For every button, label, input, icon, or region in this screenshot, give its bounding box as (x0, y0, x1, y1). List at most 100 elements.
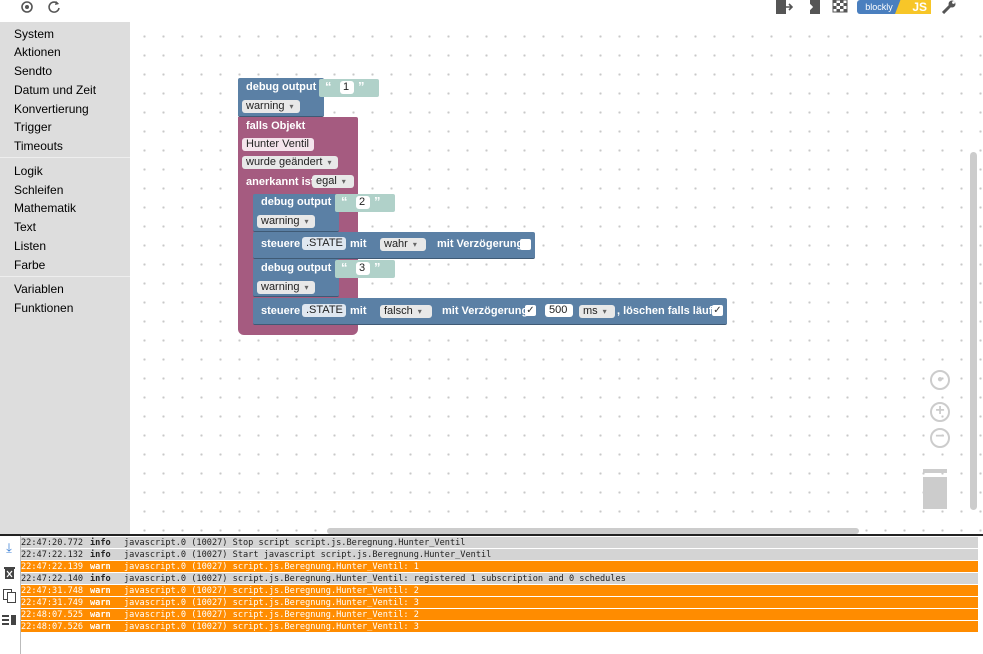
category-aktionen[interactable]: Aktionen (14, 45, 61, 59)
log-time: 22:47:20.772 (21, 537, 89, 548)
control-state-block[interactable]: steuere .STATE mit falsch▾ mit Verzögeru… (253, 298, 727, 325)
refresh-icon[interactable] (44, 0, 64, 14)
text-literal-block[interactable]: “ 1 ” (319, 79, 379, 97)
category-logik[interactable]: Logik (14, 164, 43, 178)
log-level: warn (90, 586, 111, 596)
center-view-icon[interactable]: ● (930, 370, 950, 390)
dropdown-arrow-icon: ▾ (304, 283, 309, 292)
wrench-icon[interactable] (938, 0, 958, 14)
debug-output-block[interactable]: debug output warning▾ (253, 194, 339, 232)
text-literal-value[interactable]: 1 (340, 81, 354, 94)
blockly-workspace[interactable]: debug output warning ▾ “ 1 ” falls Objekt… (130, 22, 983, 534)
trash-icon[interactable] (921, 467, 949, 509)
log-level-dropdown[interactable]: warning▾ (257, 215, 315, 228)
text-literal-block[interactable]: “ 3 ” (335, 260, 395, 278)
log-level: info (90, 537, 122, 548)
top-toolbar: blockly JS (0, 0, 983, 22)
text-literal-block[interactable]: “ 2 ” (335, 194, 395, 212)
import-icon[interactable] (802, 0, 822, 14)
object-id-field[interactable]: Hunter Ventil (242, 138, 314, 151)
trigger-label: falls Objekt (246, 120, 306, 132)
log-level: warn (90, 598, 111, 608)
log-level-value: warning (261, 281, 300, 293)
category-sendto[interactable]: Sendto (14, 64, 53, 78)
delay-value-field[interactable]: 500 (545, 304, 573, 317)
clear-running-checkbox[interactable]: ✓ (712, 305, 723, 316)
log-message: javascript.0 (10027) script.js.Beregnung… (124, 622, 419, 632)
category-schleifen[interactable]: Schleifen (14, 183, 64, 197)
zoom-out-icon[interactable]: − (930, 428, 950, 448)
category-listen[interactable]: Listen (14, 239, 47, 253)
clear-running-label: , löschen falls läuft (617, 305, 717, 317)
log-level-value: warning (246, 100, 285, 112)
log-time: 22:47:31.748 (21, 586, 84, 596)
delay-checkbox[interactable] (520, 239, 531, 250)
bool-value-dropdown[interactable]: wahr▾ (380, 238, 426, 251)
quote-close-icon: ” (358, 79, 365, 94)
control-label: steuere (261, 238, 301, 250)
zoom-in-icon[interactable]: + (930, 402, 950, 422)
mit-label: mit (350, 305, 367, 317)
log-message: javascript.0 (10027) script.js.Beregnung… (124, 574, 626, 584)
quote-close-icon: ” (374, 260, 381, 275)
state-id-field[interactable]: .STATE (302, 237, 346, 250)
delay-unit-dropdown[interactable]: ms▾ (579, 305, 615, 318)
vertical-scrollbar[interactable] (970, 152, 977, 510)
log-level-dropdown[interactable]: warning ▾ (257, 281, 315, 294)
ack-dropdown[interactable]: egal ▾ (312, 175, 354, 188)
delay-label: mit Verzögerung (437, 238, 524, 250)
category-variablen[interactable]: Variablen (14, 282, 64, 296)
category-datum-zeit[interactable]: Datum und Zeit (14, 83, 97, 97)
text-literal-value[interactable]: 2 (356, 196, 370, 209)
checkered-flag-icon[interactable] (830, 0, 850, 14)
horizontal-scrollbar[interactable] (327, 528, 859, 534)
category-text[interactable]: Text (14, 220, 37, 234)
list-icon[interactable] (1, 612, 17, 628)
bool-value-dropdown[interactable]: falsch▾ (380, 305, 432, 318)
trigger-mode-value: wurde geändert (246, 156, 323, 168)
category-farbe[interactable]: Farbe (14, 258, 46, 272)
log-divider[interactable] (0, 534, 983, 536)
debug-output-block[interactable]: debug output warning▾ (253, 259, 339, 297)
export-icon[interactable] (774, 0, 794, 14)
blockly-js-badge: blockly JS (857, 0, 931, 14)
block-category-sidebar: System Aktionen Sendto Datum und Zeit Ko… (0, 22, 130, 534)
delay-unit-value: ms (583, 305, 598, 317)
category-mathematik[interactable]: Mathematik (14, 201, 77, 215)
delete-log-icon[interactable] (1, 564, 17, 580)
control-state-block[interactable]: steuere .STATE mit wahr▾ mit Verzögerung (253, 232, 535, 259)
category-konvertierung[interactable]: Konvertierung (14, 102, 89, 116)
category-funktionen[interactable]: Funktionen (14, 301, 74, 315)
category-separator (0, 157, 130, 158)
control-label: steuere (261, 305, 301, 317)
quote-close-icon: ” (374, 194, 381, 209)
dropdown-arrow-icon: ▾ (341, 177, 346, 186)
text-literal-value[interactable]: 3 (356, 262, 370, 275)
debug-output-label: debug output (261, 196, 332, 208)
copy-icon[interactable] (1, 588, 17, 604)
debug-output-label: debug output (246, 81, 317, 93)
bool-value: falsch (384, 305, 413, 317)
delay-checkbox[interactable]: ✓ (525, 305, 536, 316)
category-system[interactable]: System (14, 27, 55, 41)
log-time: 22:48:07.525 (21, 610, 84, 620)
log-level: warn (90, 562, 111, 572)
category-trigger[interactable]: Trigger (14, 120, 52, 134)
category-timeouts[interactable]: Timeouts (14, 139, 63, 153)
trigger-mode-dropdown[interactable]: wurde geändert▾ (242, 156, 338, 169)
debug-output-block[interactable]: debug output warning ▾ (238, 78, 324, 117)
log-level-value: warning (261, 215, 300, 227)
state-id-field[interactable]: .STATE (302, 304, 346, 317)
ack-value: egal (316, 175, 337, 187)
dropdown-arrow-icon: ▾ (289, 102, 294, 111)
log-level-dropdown[interactable]: warning ▾ (242, 100, 300, 113)
target-icon[interactable] (17, 0, 37, 14)
scroll-down-icon[interactable]: ⤓ (6, 540, 12, 555)
